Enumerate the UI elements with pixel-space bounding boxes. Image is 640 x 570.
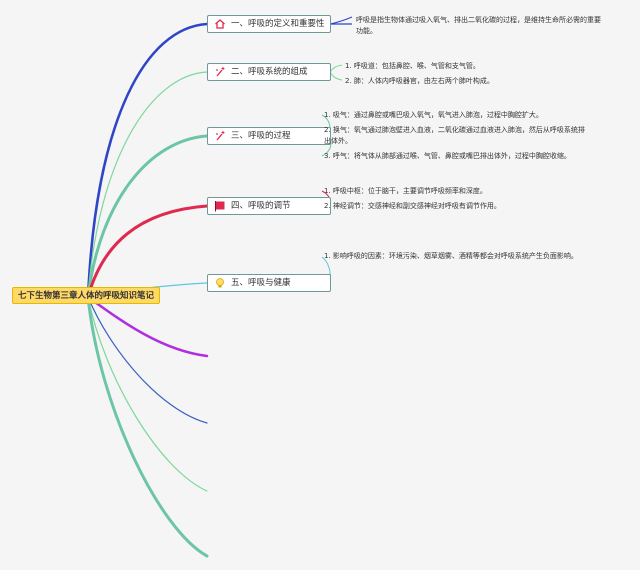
branch-connector-2 [87, 71, 208, 298]
lightbulb-icon [216, 278, 224, 288]
topic-breathing-regulation[interactable]: 四、呼吸的调节 [207, 197, 331, 215]
topic-label: 四、呼吸的调节 [231, 201, 291, 211]
subtopic-group-4: 1. 呼吸中枢：位于脑干，主要调节呼吸频率和深度。 2. 神经调节：交感神经和副… [324, 186, 586, 216]
branch-1-bracket [329, 16, 353, 25]
sparkle-wand-icon [216, 131, 225, 141]
topic-label: 三、呼吸的过程 [231, 131, 291, 141]
branch-connector-3 [86, 134, 209, 299]
subtopic-note: 3. 呼气：将气体从肺部通过喉、气管、鼻腔或嘴巴排出体外，过程中胸腔收缩。 [324, 152, 571, 160]
subtopic-group-2: 1. 呼吸道：包括鼻腔、喉、气管和支气管。 2. 肺：人体内呼吸器官，由左右两个… [345, 61, 595, 91]
subtopic-group-1: 呼吸是指生物体通过吸入氧气、排出二氧化碳的过程，是维持生命所必需的重要功能。 [356, 15, 606, 41]
sparkle-wand-icon [216, 67, 225, 77]
topic-label: 一、呼吸的定义和重要性 [231, 19, 325, 29]
subtopic-note: 1. 吸气：通过鼻腔或嘴巴吸入氧气，氧气进入肺泡，过程中胸腔扩大。 [324, 111, 543, 119]
branch-connector-9 [86, 295, 209, 558]
subtopic-note: 1. 影响呼吸的因素：环境污染、烟草烟雾、酒精等都会对呼吸系统产生负面影响。 [324, 252, 578, 260]
branch-connector-8 [87, 296, 208, 492]
red-flag-icon [215, 201, 225, 212]
subtopic-note: 1. 呼吸中枢：位于脑干，主要调节呼吸频率和深度。 [324, 187, 487, 195]
subtopic-note: 呼吸是指生物体通过吸入氧气、排出二氧化碳的过程，是维持生命所必需的重要功能。 [356, 16, 601, 35]
branch-connector-1 [86, 22, 209, 299]
subtopic-note: 2. 肺：人体内呼吸器官，由左右两个肺叶构成。 [345, 77, 494, 85]
subtopic-note: 2. 神经调节：交感神经和副交感神经对呼吸有调节作用。 [324, 202, 501, 210]
subtopic-note: 1. 呼吸道：包括鼻腔、喉、气管和支气管。 [345, 62, 480, 70]
home-icon [215, 19, 225, 29]
subtopic-note: 2. 换气：氧气通过肺泡壁进入血液，二氧化碳通过血液进入肺泡，然后从呼吸系统排出… [324, 126, 585, 145]
branch-connector-4 [86, 204, 209, 299]
subtopic-group-5: 1. 影响呼吸的因素：环境污染、烟草烟雾、酒精等都会对呼吸系统产生负面影响。 [324, 251, 578, 266]
branch-connector-6 [86, 295, 209, 358]
root-topic[interactable]: 七下生物第三章人体的呼吸知识笔记 [12, 287, 160, 304]
topic-label: 二、呼吸系统的组成 [231, 67, 308, 77]
topic-breathing-process[interactable]: 三、呼吸的过程 [207, 127, 331, 145]
subtopic-group-3: 1. 吸气：通过鼻腔或嘴巴吸入氧气，氧气进入肺泡，过程中胸腔扩大。 2. 换气：… [324, 110, 586, 166]
branch-2-bracket [329, 64, 343, 81]
branch-connector-7 [87, 296, 208, 424]
topic-system-composition[interactable]: 二、呼吸系统的组成 [207, 63, 331, 81]
topic-breathing-health[interactable]: 五、呼吸与健康 [207, 274, 331, 292]
topic-definition-importance[interactable]: 一、呼吸的定义和重要性 [207, 15, 331, 33]
topic-label: 五、呼吸与健康 [231, 278, 291, 288]
